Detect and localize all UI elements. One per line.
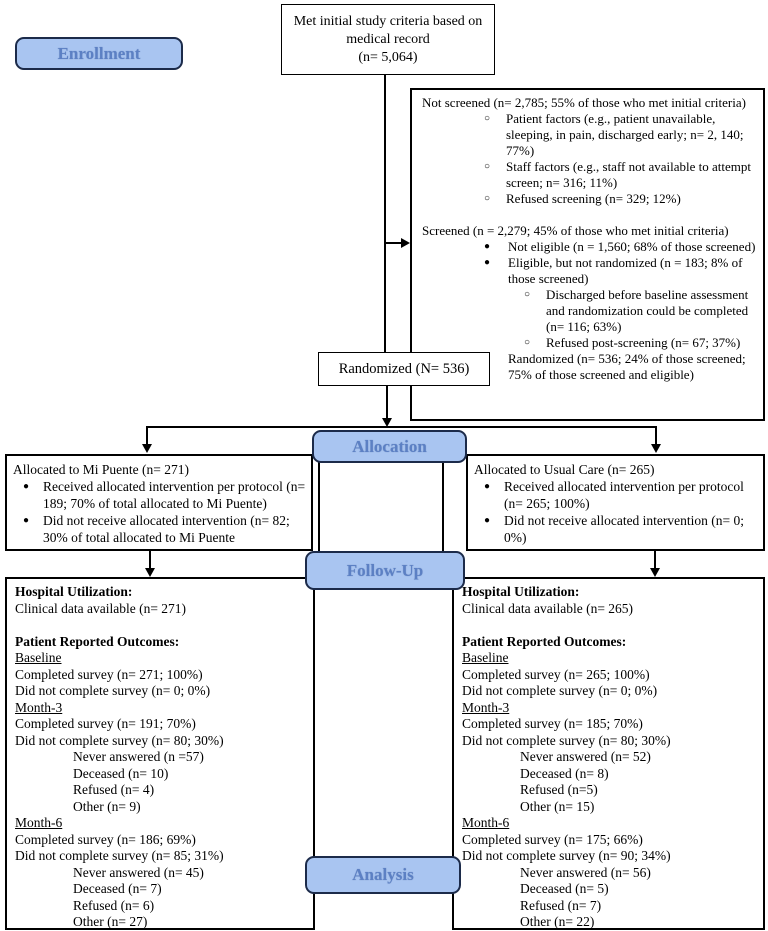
connector-allocation-followup-right xyxy=(442,462,444,553)
text-line: Randomized (n= 536; 24% of those screene… xyxy=(422,351,757,383)
text-line: Received allocated intervention per prot… xyxy=(474,478,761,512)
text-line: Never answered (n= 56) xyxy=(520,864,651,880)
connector-alloc-to-fu-right xyxy=(654,551,656,569)
text-line: Did not receive allocated intervention (… xyxy=(13,512,309,546)
text-line: Met initial study criteria based on xyxy=(293,13,483,29)
allocation-banner-label: Allocation xyxy=(352,436,427,456)
connector-branch-line xyxy=(147,426,656,428)
text-line: Did not complete survey (n= 85; 31%) xyxy=(15,848,224,863)
text-line: Allocated to Mi Puente (n= 271) xyxy=(13,462,189,477)
text-line: (n= 5,064) xyxy=(358,49,418,65)
enrollment-banner: Enrollment xyxy=(15,37,183,70)
connector-to-screening-box xyxy=(385,242,403,244)
arrow-down-icon xyxy=(651,444,661,453)
text-line: Hospital Utilization: xyxy=(15,584,133,599)
arrow-down-icon xyxy=(382,418,392,427)
text-line xyxy=(462,617,759,634)
allocation-mi-puente-box: Allocated to Mi Puente (n= 271)Received … xyxy=(5,454,313,551)
connector-allocation-followup-left xyxy=(318,462,320,553)
text-line: Did not complete survey (n= 90; 34%) xyxy=(462,848,671,863)
followup-mi-puente-box: Hospital Utilization:Clinical data avail… xyxy=(5,577,315,930)
arrow-right-icon xyxy=(401,238,410,248)
text-line: Never answered (n =57) xyxy=(73,749,204,764)
text-line: Did not complete survey (n= 0; 0%) xyxy=(462,683,658,698)
text-line: Completed survey (n= 271; 100%) xyxy=(15,666,203,682)
text-line: Deceased (n= 5) xyxy=(520,881,609,896)
text-line: Month-3 xyxy=(462,699,510,715)
text-line xyxy=(422,207,757,223)
follow-up-banner-label: Follow-Up xyxy=(346,560,424,580)
connector-branch-left xyxy=(146,426,148,445)
text-line: Never answered (n= 52) xyxy=(520,749,651,764)
connector-alloc-to-fu-left xyxy=(149,551,151,569)
text-line: Refused (n=5) xyxy=(520,782,598,797)
text-line: Refused screening (n= 329; 12%) xyxy=(422,191,757,207)
randomized-box: Randomized (N= 536) xyxy=(318,352,490,386)
text-line: medical record xyxy=(346,31,430,47)
text-line: Hospital Utilization: xyxy=(462,584,580,599)
text-line: Completed survey (n= 265; 100%) xyxy=(462,666,650,682)
text-line: Did not receive allocated intervention (… xyxy=(474,512,761,546)
arrow-down-icon xyxy=(145,568,155,577)
text-line: Completed survey (n= 191; 70%) xyxy=(15,716,196,731)
arrow-down-icon xyxy=(650,568,660,577)
text-line: Baseline xyxy=(15,650,62,665)
allocation-banner: Allocation xyxy=(312,430,467,463)
followup-usual-care-box: Hospital Utilization:Clinical data avail… xyxy=(452,577,765,930)
text-line: Other (n= 15) xyxy=(520,798,595,814)
text-line: Patient Reported Outcomes: xyxy=(462,633,627,649)
text-line: Did not complete survey (n= 80; 30%) xyxy=(462,732,671,748)
text-line: Staff factors (e.g., staff not available… xyxy=(422,159,757,191)
text-line xyxy=(15,617,309,634)
connector-top-to-randomized xyxy=(384,75,386,352)
text-line: Not screened (n= 2,785; 55% of those who… xyxy=(422,95,746,110)
follow-up-banner: Follow-Up xyxy=(305,551,465,590)
arrow-down-icon xyxy=(142,444,152,453)
text-line: Allocated to Usual Care (n= 265) xyxy=(474,462,655,477)
connector-randomized-down xyxy=(386,386,388,419)
text-line: Deceased (n= 8) xyxy=(520,765,609,781)
text-line: Refused post-screening (n= 67; 37%) xyxy=(422,335,757,351)
enrollment-banner-label: Enrollment xyxy=(57,43,141,63)
text-line: Other (n= 22) xyxy=(520,914,595,929)
text-line: Clinical data available (n= 271) xyxy=(15,600,187,616)
initial-criteria-box: Met initial study criteria based on medic… xyxy=(281,4,495,75)
text-line: Eligible, but not randomized (n = 183; 8… xyxy=(422,255,757,287)
text-line: Month-6 xyxy=(15,815,63,830)
text-line: Other (n= 27) xyxy=(73,914,148,929)
analysis-banner: Analysis xyxy=(305,856,461,894)
allocation-usual-care-box: Allocated to Usual Care (n= 265)Received… xyxy=(466,454,765,551)
analysis-banner-label: Analysis xyxy=(352,865,414,884)
text-line: Received allocated intervention per prot… xyxy=(13,478,309,512)
text-line: Not eligible (n = 1,560; 68% of those sc… xyxy=(422,239,757,255)
randomized-label: Randomized (N= 536) xyxy=(338,360,470,377)
connector-branch-right xyxy=(655,426,657,445)
text-line: Completed survey (n= 175; 66%) xyxy=(462,831,643,847)
text-line: Deceased (n= 10) xyxy=(73,765,169,781)
text-line: Did not complete survey (n= 0; 0%) xyxy=(15,683,211,698)
text-line: Screened (n = 2,279; 45% of those who me… xyxy=(422,223,729,238)
text-line: Clinical data available (n= 265) xyxy=(462,600,634,616)
text-line: Completed survey (n= 185; 70%) xyxy=(462,716,643,731)
text-line: Discharged before baseline assessment an… xyxy=(422,287,757,335)
text-line: Patient Reported Outcomes: xyxy=(15,633,180,649)
text-line: Baseline xyxy=(462,650,509,665)
text-line: Patient factors (e.g., patient unavailab… xyxy=(422,111,757,159)
text-line: Never answered (n= 45) xyxy=(73,864,204,880)
text-line: Month-6 xyxy=(462,815,510,830)
text-line: Month-3 xyxy=(15,699,63,715)
text-line: Refused (n= 7) xyxy=(520,897,602,913)
text-line: Refused (n= 4) xyxy=(73,782,155,797)
text-line: Completed survey (n= 186; 69%) xyxy=(15,831,196,847)
text-line: Did not complete survey (n= 80; 30%) xyxy=(15,732,224,748)
text-line: Other (n= 9) xyxy=(73,798,141,814)
text-line: Refused (n= 6) xyxy=(73,897,155,913)
text-line: Deceased (n= 7) xyxy=(73,881,162,896)
